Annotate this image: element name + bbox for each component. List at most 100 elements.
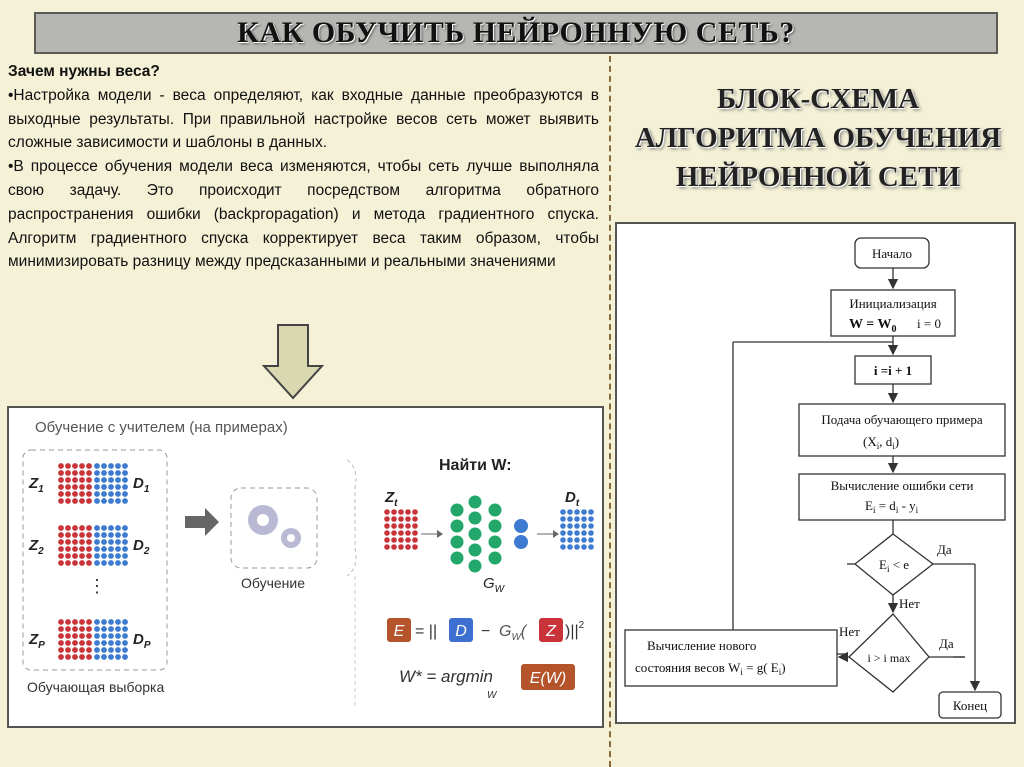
- red-dot: [58, 484, 64, 490]
- blue-dot: [115, 553, 121, 559]
- red-dot: [398, 537, 404, 543]
- red-dot: [412, 509, 418, 515]
- flowchart-title-line-3: НЕЙРОННОЙ СЕТИ: [616, 158, 1020, 197]
- blue-dot: [560, 544, 566, 550]
- red-dot: [58, 477, 64, 483]
- neuron: [489, 536, 502, 549]
- blue-dot: [108, 633, 114, 639]
- blue-dot: [94, 560, 100, 566]
- blue-dot: [588, 530, 594, 536]
- question-heading: Зачем нужны веса?: [8, 60, 599, 84]
- blue-dot: [115, 640, 121, 646]
- blue-dot: [115, 491, 121, 497]
- red-dot: [72, 553, 78, 559]
- formula1-eq: = ||: [415, 623, 437, 640]
- blue-dot: [101, 633, 107, 639]
- blue-dot: [115, 539, 121, 545]
- flowchart-title-line-1: БЛОК-СХЕМА: [616, 80, 1020, 119]
- training-pairs: Z1D1Z2D2ZPDP: [28, 463, 151, 660]
- blue-dot: [94, 546, 100, 552]
- paragraph-weights-role: •Настройка модели - веса определяют, как…: [8, 84, 599, 155]
- neuron: [489, 504, 502, 517]
- red-dot: [79, 525, 85, 531]
- red-dot: [384, 523, 390, 529]
- training-label: Обучение: [241, 575, 305, 591]
- formula1-minus: −: [481, 623, 490, 640]
- blue-dot: [574, 523, 580, 529]
- blue-dot: [108, 484, 114, 490]
- cond2-label: i > i max: [867, 651, 910, 665]
- blue-dot: [574, 530, 580, 536]
- blue-dot: [122, 484, 128, 490]
- red-dot: [72, 626, 78, 632]
- red-dot: [58, 546, 64, 552]
- blue-dot: [588, 537, 594, 543]
- blue-dot: [115, 633, 121, 639]
- zt-input-grid: [384, 509, 418, 550]
- red-dot: [65, 477, 71, 483]
- red-dot: [405, 530, 411, 536]
- blue-dot: [108, 654, 114, 660]
- z-symbol: Z: [545, 623, 557, 640]
- blue-dot: [574, 544, 580, 550]
- gear-icon: [248, 505, 301, 548]
- down-arrow-icon: [262, 324, 324, 400]
- red-dot: [79, 654, 85, 660]
- red-dot: [405, 516, 411, 522]
- z-label: Z2: [28, 537, 44, 557]
- red-dot: [86, 619, 92, 625]
- red-dot: [58, 491, 64, 497]
- paragraph-weights-training: •В процессе обучения модели веса изменяю…: [8, 155, 599, 274]
- gw-label: GW: [483, 575, 506, 595]
- red-dot: [398, 530, 404, 536]
- blue-dot: [581, 544, 587, 550]
- neuron: [469, 496, 482, 509]
- blue-dot: [108, 640, 114, 646]
- red-dot: [86, 463, 92, 469]
- neuron: [469, 544, 482, 557]
- red-dot: [72, 647, 78, 653]
- blue-dot: [115, 525, 121, 531]
- blue-dot: [115, 532, 121, 538]
- red-dot: [72, 477, 78, 483]
- formula1-g: GW(: [499, 623, 528, 643]
- arrow-out-head: [553, 530, 559, 538]
- red-dot: [65, 532, 71, 538]
- blue-dot: [101, 553, 107, 559]
- blue-dot: [567, 537, 573, 543]
- red-dot: [79, 619, 85, 625]
- blue-dot: [574, 537, 580, 543]
- red-dot: [79, 539, 85, 545]
- red-dot: [86, 647, 92, 653]
- blue-dot: [108, 532, 114, 538]
- red-dot: [405, 509, 411, 515]
- red-dot: [65, 546, 71, 552]
- red-dot: [72, 470, 78, 476]
- red-dot: [58, 626, 64, 632]
- blue-dot: [94, 532, 100, 538]
- red-dot: [398, 544, 404, 550]
- blue-dot: [101, 654, 107, 660]
- neuron: [469, 528, 482, 541]
- red-dot: [72, 532, 78, 538]
- slide-title: КАК ОБУЧИТЬ НЕЙРОННУЮ СЕТЬ?: [237, 16, 795, 50]
- blue-dot: [115, 477, 121, 483]
- blue-dot: [122, 470, 128, 476]
- red-dot: [384, 530, 390, 536]
- blue-dot: [581, 530, 587, 536]
- red-dot: [65, 654, 71, 660]
- dt-label: Dt: [565, 489, 580, 509]
- red-dot: [398, 516, 404, 522]
- z-label: ZP: [28, 631, 45, 651]
- red-dot: [412, 537, 418, 543]
- cond1-no: Нет: [899, 596, 920, 611]
- neuron: [451, 504, 464, 517]
- ellipsis-dots: ⋮: [88, 576, 106, 596]
- blue-dot: [108, 619, 114, 625]
- blue-dot: [122, 640, 128, 646]
- error-label: Вычисление ошибки сети: [831, 478, 974, 493]
- red-dot: [58, 654, 64, 660]
- blue-dot: [101, 463, 107, 469]
- update-label-1: Вычисление нового: [647, 638, 756, 653]
- red-dot: [79, 647, 85, 653]
